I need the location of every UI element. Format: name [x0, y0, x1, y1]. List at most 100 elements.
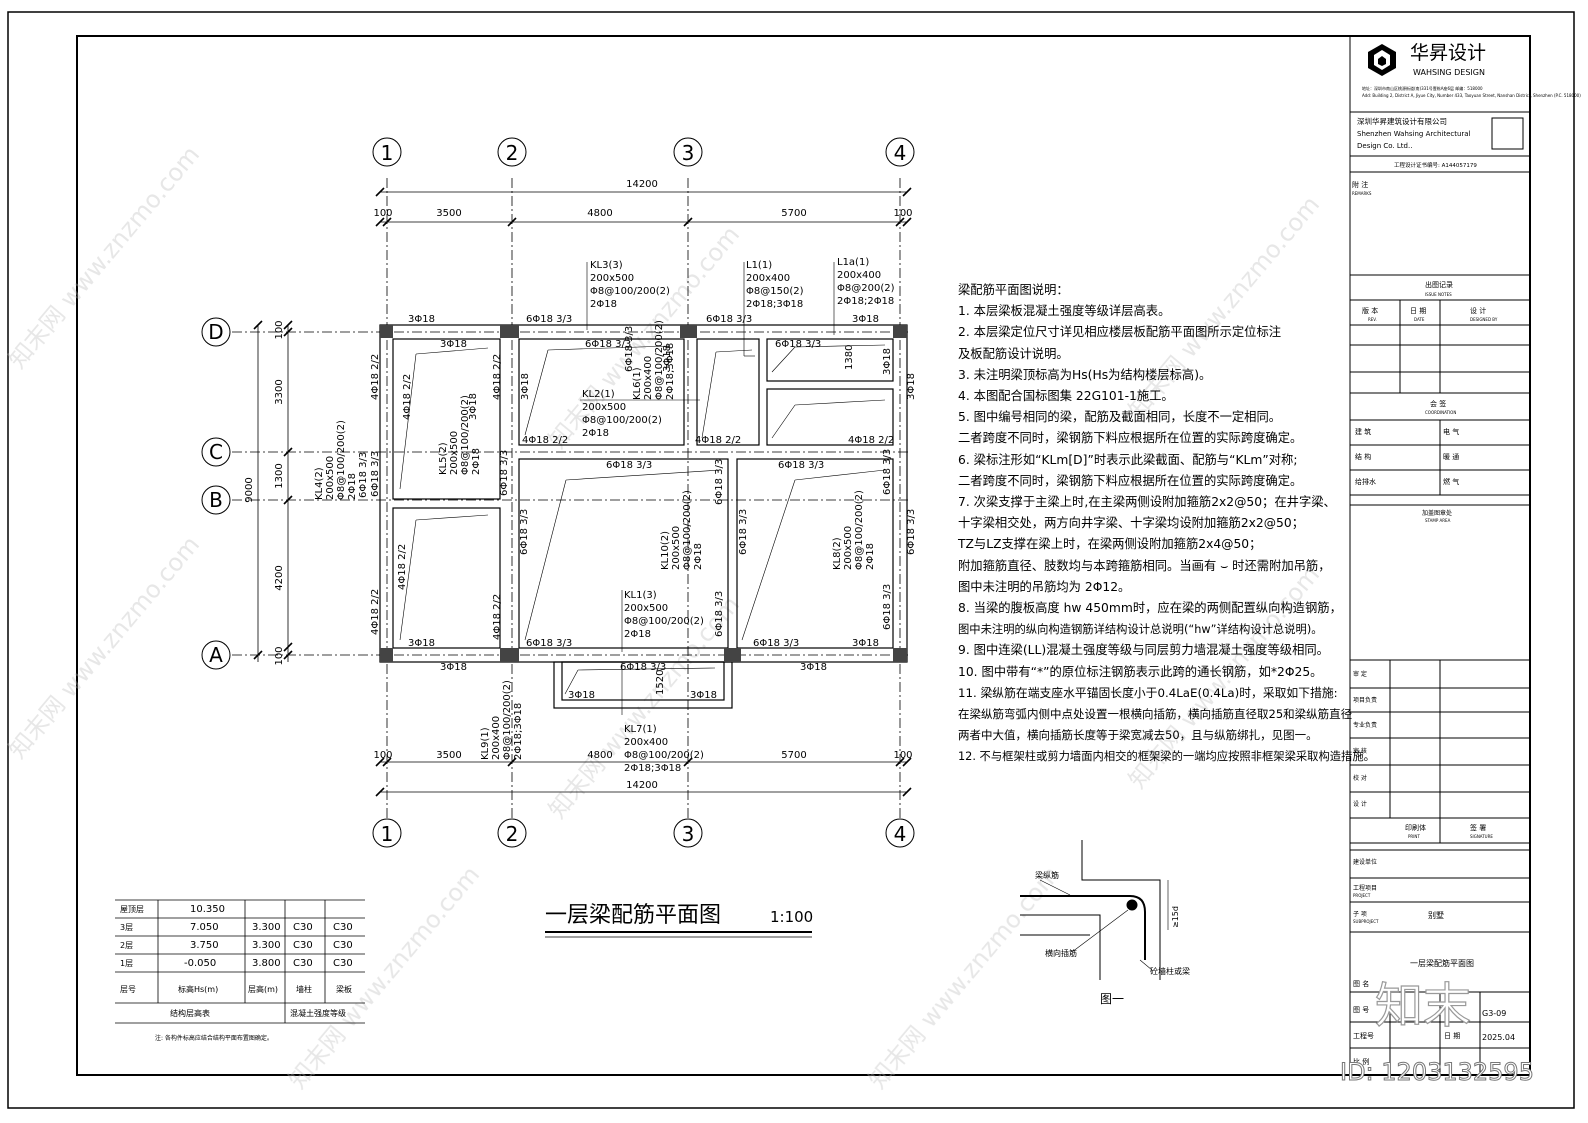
svg-text:电 气: 电 气: [1443, 427, 1459, 436]
rebar-label: 6Φ18 3/3: [526, 314, 572, 325]
axis-1-bottom: 1: [372, 818, 402, 848]
outer-frame: [7, 11, 1575, 1109]
svg-text:4: 4: [894, 141, 907, 165]
dim-total-bottom: 14200: [626, 780, 658, 791]
note-line: 1. 本层梁板混凝土强度等级详层高表。: [958, 304, 1171, 319]
rebar-label: 4Φ18 2/2: [848, 435, 894, 446]
dimension-lines: [253, 187, 912, 797]
dim-edge: 100: [893, 208, 912, 219]
rebar-label: 6Φ18 3/3: [778, 460, 824, 471]
svg-text:3.750: 3.750: [190, 940, 219, 951]
rebar-label: 6Φ18 3/3: [358, 452, 369, 498]
rebar-label: 6Φ18 3/3: [624, 326, 635, 372]
axis-4-bottom: 4: [885, 818, 915, 848]
svg-text:墙柱: 墙柱: [296, 984, 312, 994]
svg-text:日 期: 日 期: [1410, 307, 1426, 315]
rebar-label: 6Φ18 3/3: [706, 314, 752, 325]
note-line: TZ与LZ支撑在梁上时，在梁两侧设附加箍筋2x4@50；: [958, 537, 1262, 552]
rebar-label: 4Φ18 2/2: [370, 589, 381, 635]
note-line: 2. 本层梁定位尺寸详见相应楼层板配筋平面图所示定位标注: [958, 325, 1282, 340]
svg-text:3层: 3层: [120, 923, 133, 932]
svg-text:KL7(1): KL7(1): [624, 724, 657, 735]
dim-span: 5700: [781, 750, 806, 761]
svg-text:3.300: 3.300: [252, 922, 281, 933]
svg-text:200x400: 200x400: [643, 356, 654, 400]
svg-text:版 本: 版 本: [1362, 306, 1378, 315]
rebar-label: 3Φ18: [408, 314, 435, 325]
axis-3-bottom: 3: [673, 818, 703, 848]
svg-text:建设单位: 建设单位: [1353, 858, 1377, 866]
dim-edge: 100: [373, 208, 392, 219]
svg-text:工程设计证书编号: A144057179: 工程设计证书编号: A144057179: [1394, 161, 1477, 169]
rebar-labels: 3Φ18 6Φ18 3/3 6Φ18 3/3 3Φ18 3Φ18 6Φ18 3/…: [358, 314, 917, 701]
dim-edge: 100: [274, 646, 285, 665]
svg-text:加盖图章处: 加盖图章处: [1422, 509, 1452, 517]
svg-text:3.300: 3.300: [252, 940, 281, 951]
dim-edge: 100: [274, 320, 285, 339]
dim-span: 3300: [274, 379, 285, 404]
dim-edge: 100: [373, 750, 392, 761]
svg-text:B: B: [209, 488, 223, 512]
svg-text:Φ8@100/200(2): Φ8@100/200(2): [336, 420, 347, 500]
svg-text:Φ8@100/200(2): Φ8@100/200(2): [854, 490, 865, 570]
dim-span: 5700: [781, 208, 806, 219]
svg-text:比 例: 比 例: [1353, 1057, 1369, 1066]
svg-text:C30: C30: [333, 958, 353, 969]
rebar-label: 6Φ18 3/3: [519, 509, 530, 555]
watermark-text: 知末网 www.znzmo.com: [3, 141, 205, 374]
svg-text:2Φ18: 2Φ18: [865, 543, 876, 570]
svg-text:200x500: 200x500: [590, 273, 634, 284]
svg-text:KL4(2): KL4(2): [314, 467, 325, 500]
svg-text:-0.050: -0.050: [184, 958, 216, 969]
svg-text:KL2(1): KL2(1): [582, 389, 615, 400]
floor-table-text: 屋顶层 10.350 3层 7.050 3.300 C30 C30 2层 3.7…: [120, 904, 353, 1042]
svg-text:2: 2: [506, 141, 519, 165]
svg-text:2Φ18: 2Φ18: [471, 448, 482, 475]
axis-A: A: [201, 640, 231, 670]
svg-text:附 注: 附 注: [1352, 180, 1368, 189]
notes-heading: 梁配筋平面图说明：: [958, 283, 1069, 297]
svg-text:200x500: 200x500: [582, 402, 626, 413]
figure-1-labels: 梁纵筋 横向插筋 砼墙柱或梁 ≥15d 图一: [1035, 870, 1190, 1006]
svg-text:会 签: 会 签: [1430, 399, 1446, 408]
svg-text:KL3(3): KL3(3): [590, 260, 623, 271]
rebar-label: 3Φ18: [520, 373, 531, 400]
note-line: 图中未注明的纵向构造钢筋详结构设计总说明(“hw”详结构设计总说明)。: [958, 623, 1323, 637]
dim-span: 3500: [436, 208, 461, 219]
svg-text:标高Hs(m): 标高Hs(m): [178, 984, 218, 994]
rebar-label: 6Φ18 3/3: [738, 509, 749, 555]
svg-text:Add: Building 2, District A, J: Add: Building 2, District A, Jiyue City,…: [1362, 93, 1581, 98]
rebar-label: 4Φ18 2/2: [492, 594, 503, 640]
svg-text:屋顶层: 屋顶层: [120, 905, 144, 914]
svg-text:Φ8@100/200(2): Φ8@100/200(2): [654, 320, 665, 400]
dim-total-left: 9000: [244, 477, 255, 502]
svg-text:REV.: REV.: [1368, 317, 1377, 322]
svg-text:图 号: 图 号: [1353, 1006, 1369, 1014]
axis-4-top: 4: [885, 137, 915, 167]
svg-text:子 项: 子 项: [1353, 911, 1367, 918]
note-line: 6. 梁标注形如“KLm[D]”时表示此梁截面、配筋与“KLm”对称;: [958, 452, 1298, 467]
svg-text:200x400: 200x400: [837, 270, 881, 281]
svg-text:3: 3: [682, 822, 695, 846]
note-line: 二者跨度不同时，梁钢筋下料应根据所在位置的实际跨度确定。: [958, 473, 1303, 488]
svg-text:SIGNATURE: SIGNATURE: [1470, 834, 1493, 839]
rebar-label: 6Φ18 3/3: [370, 451, 381, 497]
svg-text:2: 2: [506, 822, 519, 846]
svg-text:工程项目: 工程项目: [1353, 884, 1377, 892]
svg-text:梁纵筋: 梁纵筋: [1035, 870, 1059, 880]
svg-text:L1a(1): L1a(1): [837, 257, 869, 268]
svg-text:Φ8@100/200(2): Φ8@100/200(2): [682, 490, 693, 570]
svg-text:深圳华昇建筑设计有限公司: 深圳华昇建筑设计有限公司: [1357, 116, 1447, 126]
design-notes: 梁配筋平面图说明： 1. 本层梁板混凝土强度等级详层高表。 2. 本层梁定位尺寸…: [958, 280, 1375, 768]
rebar-label: 3Φ18: [440, 662, 467, 673]
svg-text:PROJECT: PROJECT: [1353, 893, 1371, 898]
svg-text:7.050: 7.050: [190, 922, 219, 933]
svg-text:4: 4: [894, 822, 907, 846]
svg-text:DATE: DATE: [1414, 317, 1425, 322]
svg-text:出图记录: 出图记录: [1425, 280, 1453, 289]
columns: [380, 325, 907, 662]
